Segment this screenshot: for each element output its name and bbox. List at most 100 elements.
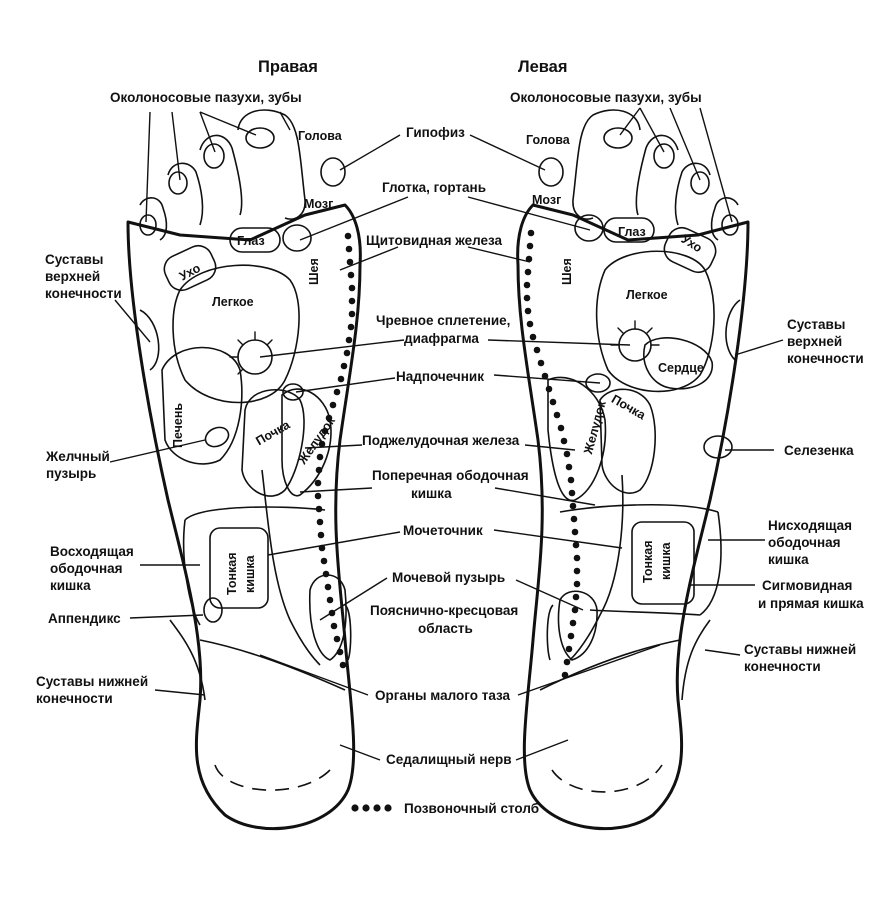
right-toe-pad-2 — [203, 143, 225, 169]
right-foot-outline — [126, 203, 362, 831]
left-toe-pad-2 — [653, 143, 675, 169]
left-heart-zone — [643, 337, 713, 390]
right-upper-joint-zone — [139, 309, 160, 371]
label-liver: Печень — [171, 403, 185, 448]
label-spleen: Селезенка — [784, 443, 854, 458]
label-bladder: Мочевой пузырь — [392, 570, 505, 585]
label-head-left: Голова — [526, 133, 571, 147]
right-ureter-line — [261, 469, 321, 666]
left-adrenal-zone — [585, 373, 611, 393]
left-lower-joint-zone — [681, 619, 711, 701]
right-liver-zone — [161, 346, 243, 465]
label-transverse-colon-2: кишка — [411, 486, 452, 501]
legend-dot-4 — [384, 804, 392, 812]
left-eye-zone — [603, 217, 655, 243]
left-stomach-zone — [547, 376, 607, 502]
right-toe-3 — [167, 162, 204, 226]
label-pharynx: Глотка, гортань — [382, 180, 486, 195]
right-stomach-zone — [281, 388, 332, 497]
left-toe-3 — [674, 162, 711, 226]
legend-dot-2 — [362, 804, 370, 812]
right-kidney-zone — [241, 389, 305, 497]
label-stomach-right: Желудок — [295, 414, 339, 468]
left-upper-joint-zone — [725, 299, 741, 361]
label-upper-joints-right-1: Суставы — [45, 252, 103, 267]
left-bladder-zone — [557, 590, 598, 661]
left-foot — [516, 109, 750, 831]
right-spine-dots — [314, 232, 356, 669]
label-gallbladder-2: пузырь — [46, 466, 96, 481]
label-eye-left: Глаз — [618, 225, 646, 239]
leader-lines — [109, 107, 784, 761]
label-descending-colon-1: Нисходящая — [768, 518, 852, 533]
label-appendix: Аппендикс — [48, 611, 121, 626]
right-lumbosacral-bracket — [344, 604, 352, 661]
label-pelvic-organs: Органы малого таза — [375, 688, 511, 703]
label-descending-colon-3: кишка — [768, 552, 809, 567]
left-foot-outline — [516, 203, 750, 831]
label-gallbladder-1: Желчный — [45, 449, 110, 464]
label-sinuses-right: Околоносовые пазухи, зубы — [110, 90, 302, 105]
right-toe-2 — [199, 134, 243, 216]
label-brain-right: Мозг — [304, 197, 333, 211]
label-solar-plexus-2: диафрагма — [404, 331, 479, 346]
left-pelvic-line — [539, 639, 681, 691]
right-toe-pad-3 — [168, 171, 188, 195]
left-pituitary-zone — [574, 214, 604, 242]
legend-dot-1 — [351, 804, 359, 812]
label-brain-left: Мозг — [532, 193, 561, 207]
right-pituitary-zone — [282, 224, 312, 252]
label-transverse-colon-1: Поперечная ободочная — [372, 468, 529, 483]
right-toe-big — [237, 109, 306, 220]
right-toe-pad-big — [245, 127, 275, 149]
right-appendix-zone — [203, 597, 223, 623]
right-foot — [126, 109, 362, 831]
label-ureter: Мочеточник — [403, 523, 483, 538]
right-pelvic-line — [199, 639, 346, 691]
right-small-intestine-zone — [209, 527, 269, 609]
left-lumbosacral-bracket — [546, 604, 554, 661]
left-spine-dots — [523, 229, 581, 679]
label-thyroid: Щитовидная железа — [366, 233, 503, 248]
label-lower-joints-right-1: Суставы нижней — [36, 674, 148, 689]
label-head-right: Голова — [298, 129, 343, 143]
label-lumbosacral-2: область — [418, 621, 473, 636]
label-neck-right: Шея — [307, 258, 321, 285]
left-sigmoid-colon — [589, 609, 701, 616]
label-adrenal: Надпочечник — [396, 369, 484, 384]
label-lower-joints-left-1: Суставы нижней — [744, 642, 856, 657]
left-lung-zone — [595, 250, 715, 393]
label-kidney-right: Почка — [253, 417, 293, 448]
right-transverse-colon — [184, 506, 326, 521]
label-eye-right: Глаз — [237, 234, 265, 248]
title-left: Левая — [518, 58, 567, 76]
label-upper-joints-left-2: верхней — [787, 334, 842, 349]
left-toe-2 — [635, 134, 679, 216]
right-gallbladder-zone — [204, 426, 230, 448]
label-small-intestine-right-2: кишка — [243, 554, 257, 593]
labels: Правая Левая Околоносовые пазухи, зубы О… — [36, 58, 864, 767]
right-lung-zone — [172, 264, 300, 404]
label-ascending-colon-2: ободочная — [50, 561, 123, 576]
label-ascending-colon-1: Восходящая — [50, 544, 134, 559]
label-sigmoid-2: и прямая кишка — [758, 596, 864, 611]
label-lower-joints-right-2: конечности — [36, 691, 113, 706]
left-toe-big — [572, 109, 641, 220]
title-right: Правая — [258, 58, 318, 76]
label-small-intestine-left-2: кишка — [659, 541, 673, 580]
label-lung-left: Легкое — [626, 288, 668, 302]
right-ascending-colon — [182, 519, 201, 626]
label-pituitary: Гипофиз — [406, 125, 465, 140]
label-sciatic-nerve: Седалищный нерв — [386, 752, 512, 767]
label-upper-joints-right-2: верхней — [45, 269, 100, 284]
label-ascending-colon-3: кишка — [50, 578, 91, 593]
label-heart-left: Сердце — [658, 361, 704, 375]
label-small-intestine-left-1: Тонкая — [641, 540, 655, 583]
left-toe-4 — [710, 197, 739, 241]
spine-legend: Позвоночный столб — [351, 801, 539, 816]
label-upper-joints-right-3: конечности — [45, 286, 122, 301]
right-plexus-rays — [229, 331, 273, 375]
label-solar-plexus-1: Чревное сплетение, — [376, 313, 510, 328]
right-eye-zone — [229, 227, 281, 253]
left-descending-colon — [699, 511, 722, 616]
